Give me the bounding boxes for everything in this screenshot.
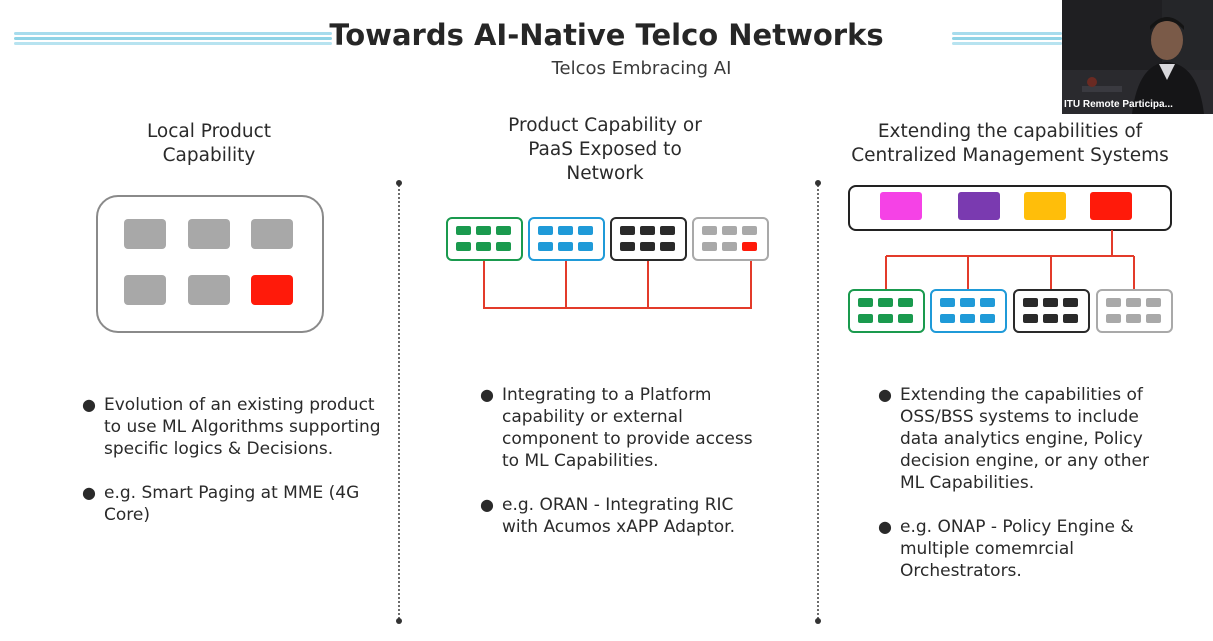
module-block [124, 275, 166, 305]
module-block [251, 219, 293, 249]
column-3-bullets: ●Extending the capabilities of OSS/BSS s… [878, 384, 1168, 604]
column-2-bullets: ●Integrating to a Platform capability or… [480, 384, 770, 560]
heading-line: Local Product [146, 121, 272, 142]
local-device-diagram [96, 195, 324, 333]
column-divider [396, 180, 402, 624]
paas-network-diagram [483, 254, 752, 309]
bullet-item: ●Evolution of an existing product to use… [82, 395, 381, 459]
network-node-blue [930, 289, 1007, 333]
management-system-bar [848, 185, 1172, 231]
mgmt-module-yellow [1024, 192, 1066, 220]
management-connectors [885, 230, 1135, 290]
webcam-label: ITU Remote Participa... [1064, 99, 1173, 110]
mgmt-module-ml [1090, 192, 1132, 220]
bullet-item: ●e.g. Smart Paging at MME (4G Core) [82, 483, 360, 525]
network-node-gray-ml [692, 217, 769, 261]
bullet-item: ●Integrating to a Platform capability or… [480, 385, 753, 471]
bullet-text: Integrating to a Platform capability or … [502, 385, 753, 471]
heading-line: Extending the capabilities of [877, 121, 1143, 142]
network-node-gray [1096, 289, 1173, 333]
decorative-stripes-right [952, 32, 1062, 46]
heading-line: Network [566, 163, 644, 184]
slide-title: Towards AI-Native Telco Networks [329, 18, 884, 52]
heading-line: PaaS Exposed to [528, 139, 682, 160]
bullet-text: e.g. Smart Paging at MME (4G Core) [104, 483, 360, 525]
decorative-stripes-left [14, 32, 332, 46]
bullet-text: e.g. ORAN - Integrating RIC with Acumos … [502, 495, 735, 537]
module-block [124, 219, 166, 249]
webcam-thumbnail[interactable]: ITU Remote Participa... [1062, 0, 1213, 114]
column-2-heading: Product Capability or PaaS Exposed to Ne… [470, 114, 740, 186]
network-node-black [1013, 289, 1090, 333]
column-3-heading: Extending the capabilities of Centralize… [830, 120, 1190, 168]
network-node-green [848, 289, 925, 333]
bullet-item: ●Extending the capabilities of OSS/BSS s… [878, 385, 1150, 493]
column-1-heading: Local Product Capability [95, 120, 323, 168]
module-block [188, 219, 230, 249]
mgmt-module-purple [958, 192, 1000, 220]
heading-line: Product Capability or [508, 115, 702, 136]
ml-module-block [251, 275, 293, 305]
bullet-item: ●e.g. ONAP - Policy Engine & multiple co… [878, 517, 1134, 581]
column-divider [815, 180, 821, 624]
bullet-text: Evolution of an existing product to use … [104, 395, 381, 459]
mgmt-module-magenta [880, 192, 922, 220]
heading-line: Capability [162, 145, 256, 166]
bullet-item: ●e.g. ORAN - Integrating RIC with Acumos… [480, 495, 735, 537]
network-node-green [446, 217, 523, 261]
module-block [188, 275, 230, 305]
slide-subtitle: Telcos Embracing AI [551, 58, 732, 79]
bullet-text: Extending the capabilities of OSS/BSS sy… [900, 385, 1150, 493]
webcam-participant-image [1062, 0, 1213, 114]
heading-line: Centralized Management Systems [851, 145, 1169, 166]
network-node-black [610, 217, 687, 261]
network-node-blue [528, 217, 605, 261]
bullet-text: e.g. ONAP - Policy Engine & multiple com… [900, 517, 1134, 581]
column-1-bullets: ●Evolution of an existing product to use… [82, 394, 382, 548]
